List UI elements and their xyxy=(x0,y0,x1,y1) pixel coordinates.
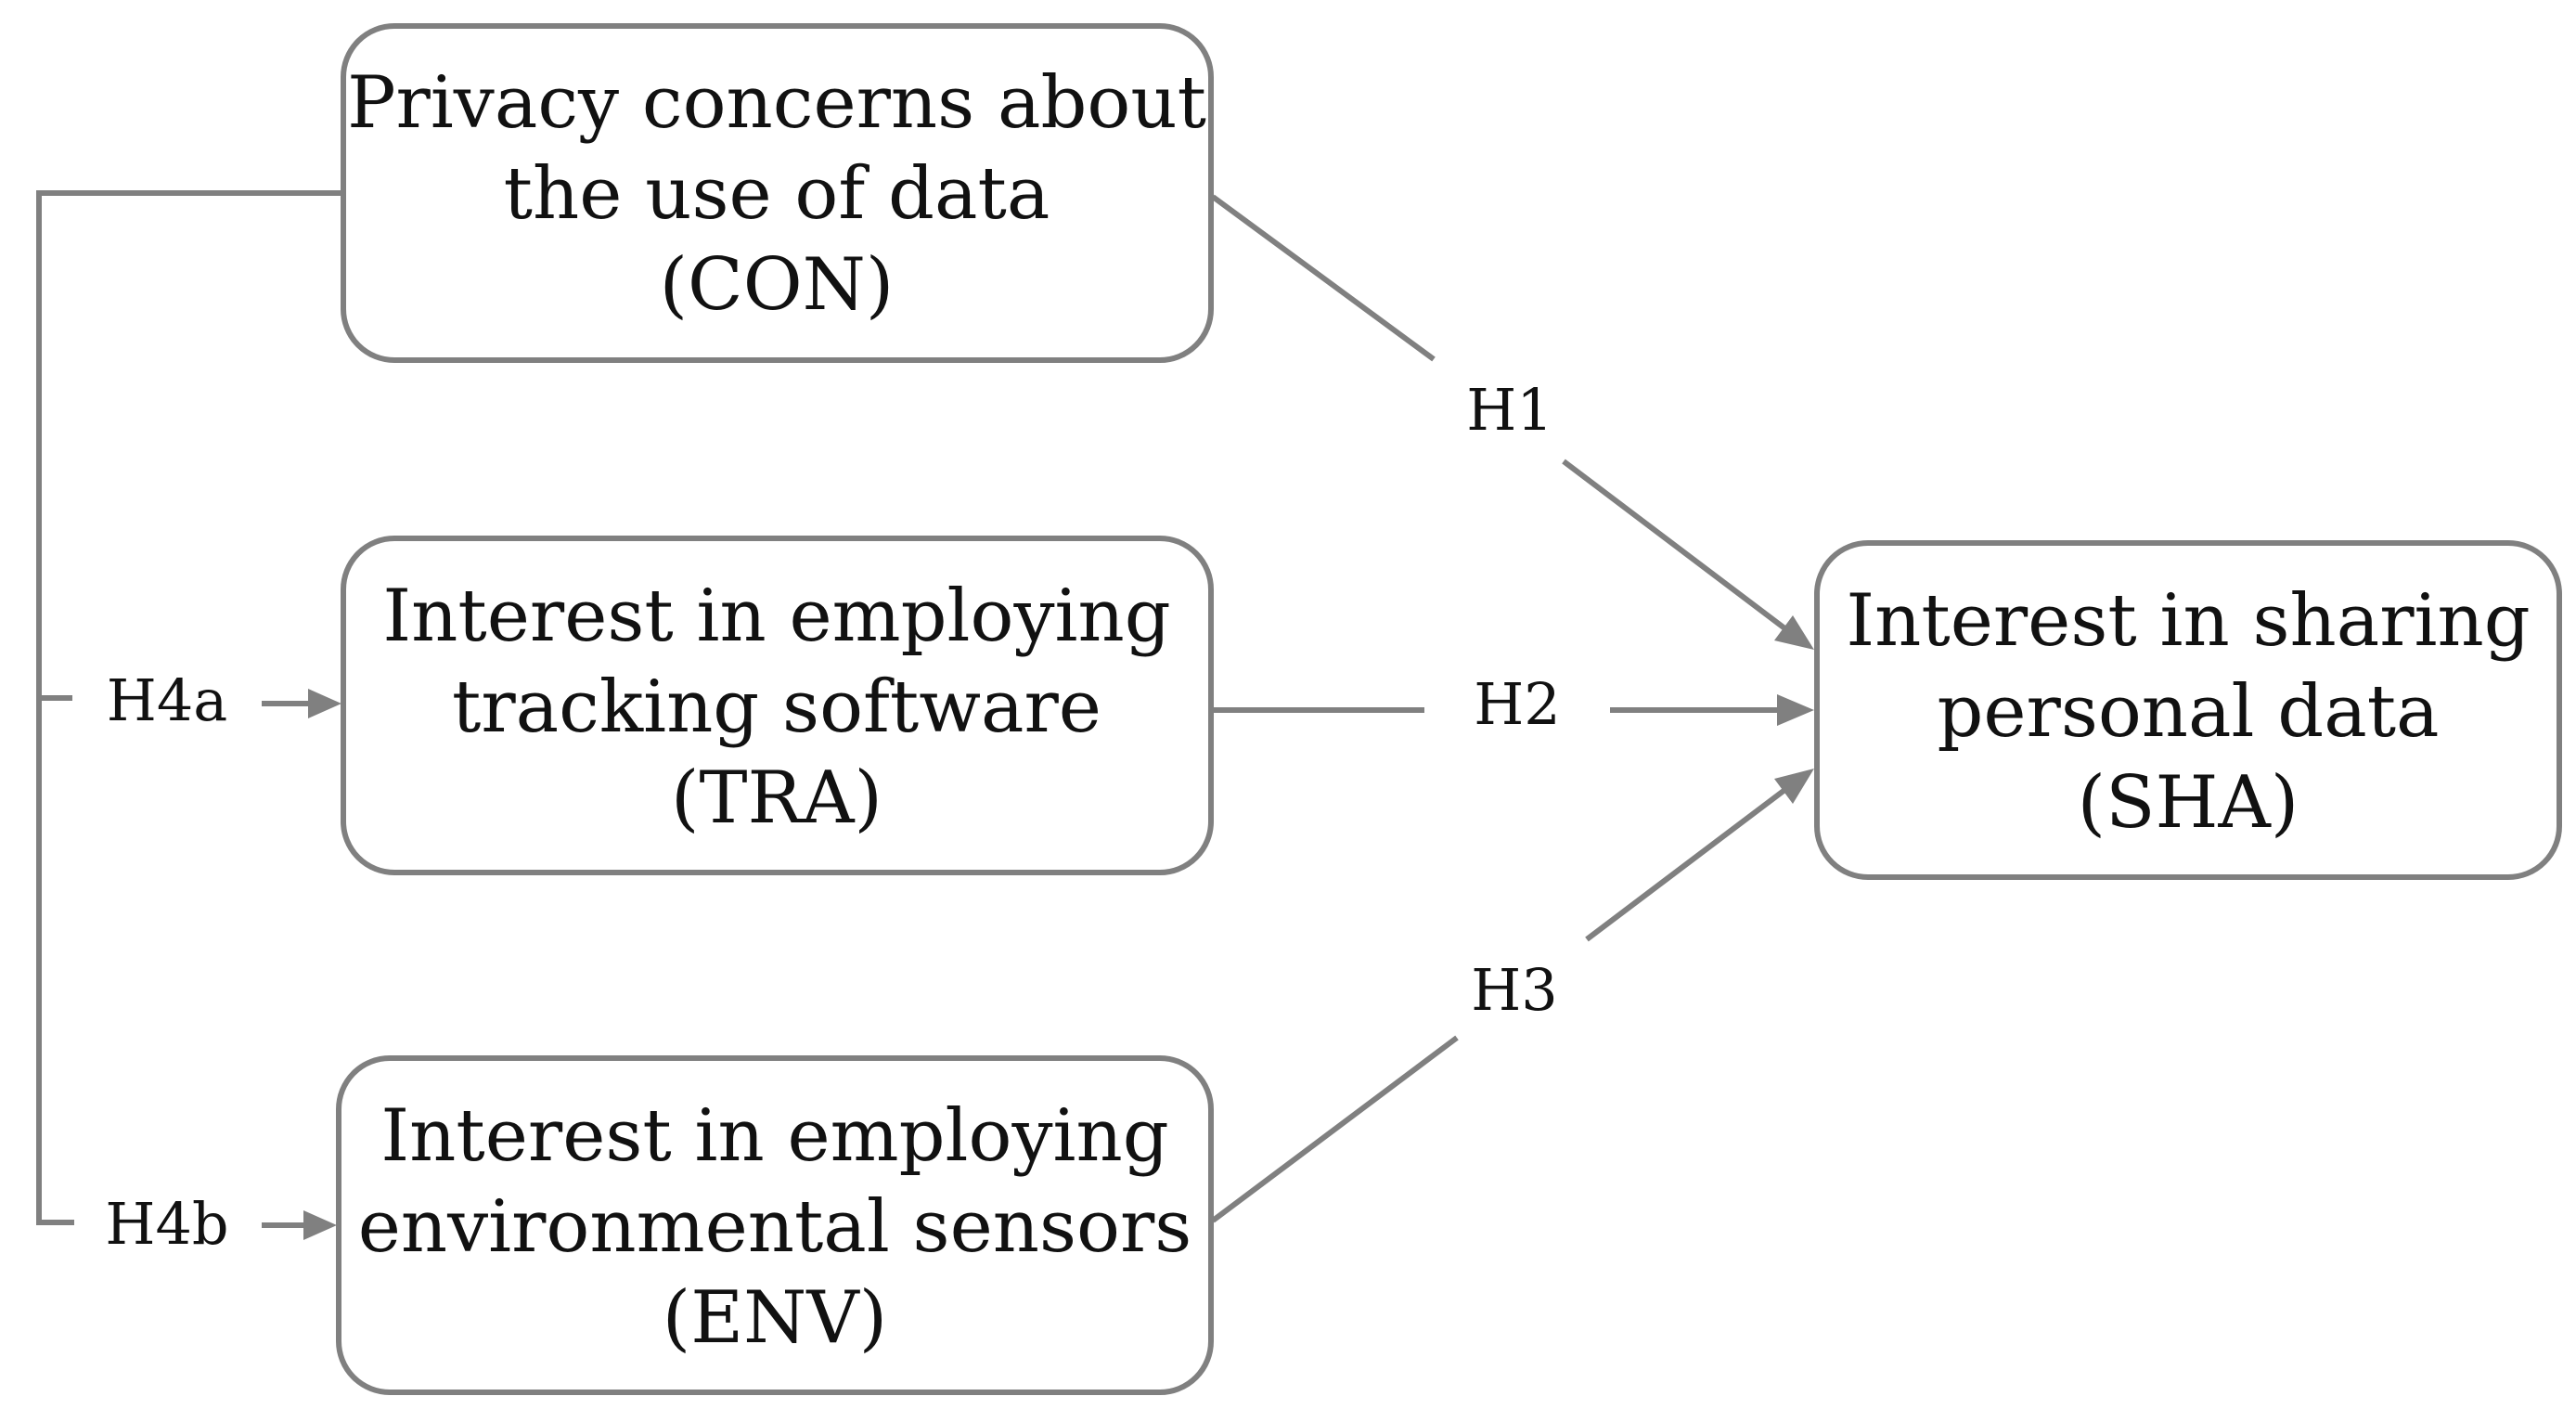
tra-box-line-3: (TRA) xyxy=(671,756,882,840)
sha-box xyxy=(1814,540,2562,880)
h4b-label: H4b xyxy=(105,1190,228,1258)
h2-arrowhead xyxy=(1777,694,1814,726)
env-box-line-3: (ENV) xyxy=(663,1276,887,1360)
tra-box xyxy=(341,536,1214,875)
h1-arrowhead xyxy=(1774,615,1814,650)
env-box-line-2: environmental sensors xyxy=(358,1185,1192,1269)
sha-box-line-2: personal data xyxy=(1937,670,2439,754)
env-box xyxy=(336,1055,1214,1395)
tra-box-line-2: tracking software xyxy=(452,666,1101,749)
sha-box-line-3: (SHA) xyxy=(2078,761,2299,845)
h3-arrow xyxy=(1585,782,1793,942)
con-box-line-2: the use of data xyxy=(504,152,1050,236)
env-box-line-1: Interest in employing xyxy=(380,1094,1168,1178)
con-box-line-1: Privacy concerns about xyxy=(347,61,1206,145)
h4b-arrowhead xyxy=(303,1210,337,1240)
con-box-line-3: (CON) xyxy=(660,243,895,327)
h2-label: H2 xyxy=(1474,670,1561,738)
h1-label: H1 xyxy=(1466,376,1553,444)
h3-label: H3 xyxy=(1471,956,1558,1024)
tra-box-line-1: Interest in employing xyxy=(382,575,1170,658)
h1-arrow xyxy=(1562,459,1793,636)
h3-arrowhead xyxy=(1774,769,1814,804)
h3-line-segment xyxy=(1211,1035,1459,1223)
h1-line-segment xyxy=(1211,194,1436,362)
h4a-label: H4a xyxy=(107,666,227,734)
sha-box-line-1: Interest in sharing xyxy=(1846,579,2530,663)
h4a-arrowhead xyxy=(308,689,341,718)
